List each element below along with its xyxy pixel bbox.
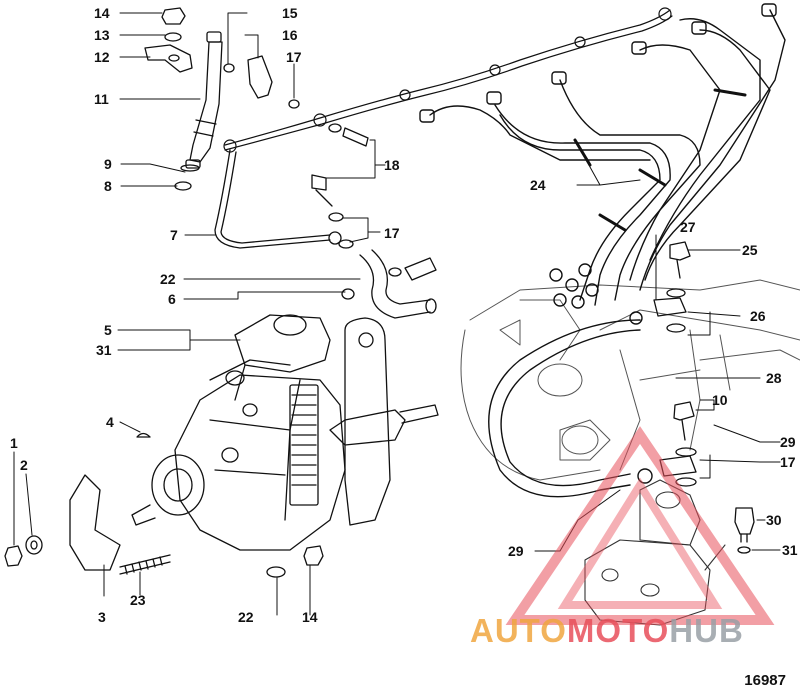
callout-17-mid: 17 [384, 225, 400, 241]
injection-pump [131, 314, 439, 551]
callout-15: 15 [282, 5, 298, 21]
callout-26: 28 [766, 370, 782, 386]
callout-18: 18 [384, 157, 400, 173]
upper-fittings [653, 241, 691, 333]
callout-17-right: 17 [780, 454, 796, 470]
fuel-hose [488, 311, 653, 498]
callout-24: 26 [750, 308, 766, 324]
callout-30: 31 [782, 542, 798, 558]
fuel-pipe-elbow [341, 249, 437, 319]
callout-23: 25 [742, 242, 758, 258]
callout-25: 27 [680, 219, 696, 235]
callout-7: 7 [170, 227, 178, 243]
watermark-logo: AUTOMOTOHUB [470, 612, 744, 650]
callout-5: 5 [104, 322, 112, 338]
watermark-auto: AUTO [470, 612, 567, 649]
callout-13: 13 [94, 27, 110, 43]
callout-14-top: 14 [94, 5, 110, 21]
callout-4: 4 [106, 414, 114, 430]
callout-29: 30 [766, 512, 782, 528]
watermark-hub: HUB [669, 612, 744, 649]
leader-lines [13, 12, 781, 616]
seals [174, 55, 300, 191]
callout-3: 3 [98, 609, 106, 625]
callout-16: 16 [282, 27, 298, 43]
callout-17-top: 17 [286, 49, 302, 65]
fuel-return-line [223, 7, 673, 153]
injector-clamp [144, 44, 193, 73]
pump-bracket [344, 317, 391, 526]
nut-top [161, 7, 186, 42]
leak-off-line [214, 149, 342, 249]
sensor-and-washer [734, 507, 755, 554]
callout-20: 22 [238, 609, 254, 625]
callout-11: 11 [94, 91, 109, 107]
callout-12: 12 [94, 49, 110, 65]
stud [119, 554, 171, 575]
callout-31: 31 [96, 342, 112, 358]
banjo-bolts [311, 123, 369, 249]
callout-2: 2 [20, 457, 28, 473]
figure-number: 16987 [744, 672, 786, 689]
woodruff-key [136, 432, 151, 438]
callout-10: 10 [712, 392, 728, 408]
injector-assembly [180, 31, 223, 172]
callout-14-bottom: 14 [302, 609, 318, 625]
lower-washer-nut [266, 545, 324, 578]
callout-27: 29 [780, 434, 796, 450]
pump-gasket [69, 474, 121, 571]
watermark-triangle [505, 426, 775, 625]
nut-washer-left [4, 535, 43, 567]
callout-1: 1 [10, 435, 18, 451]
injector-lines-bundle [419, 3, 786, 309]
watermark-moto: MOTO [566, 612, 670, 649]
callout-28: 29 [508, 543, 524, 559]
callout-6: 6 [168, 291, 176, 307]
callout-8: 8 [104, 178, 112, 194]
callout-22: 24 [530, 177, 546, 193]
callout-19: 22 [160, 271, 176, 287]
callout-9: 9 [104, 156, 112, 172]
callout-21: 23 [130, 592, 146, 608]
